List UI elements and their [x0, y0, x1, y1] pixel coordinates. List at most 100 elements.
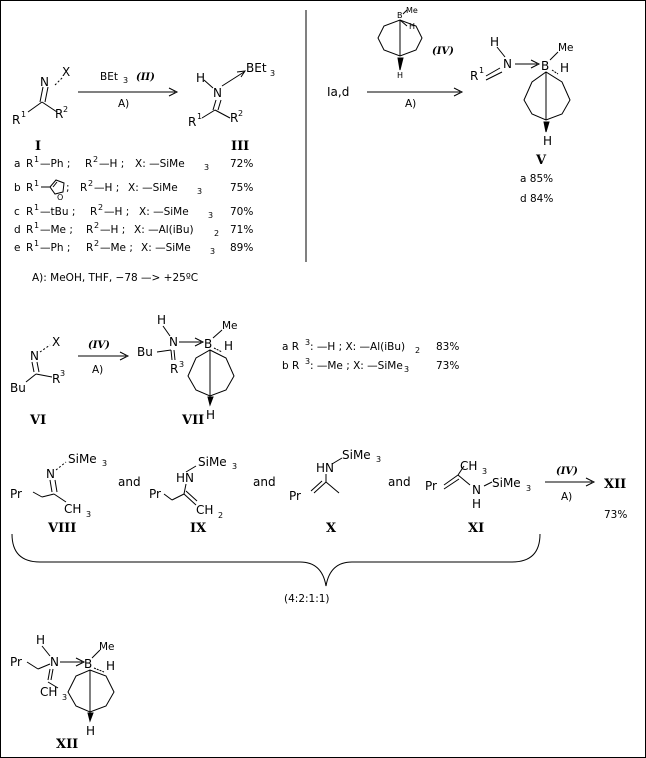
atom-H: H — [490, 35, 499, 49]
x-sub: 3 — [210, 247, 215, 256]
sub-3: 3 — [482, 467, 487, 476]
reaction-arrow-II: BEt 3 (II) A) — [78, 71, 179, 110]
x-value: X: —Al(iBu) — [134, 224, 194, 236]
atom-H: H — [397, 71, 403, 80]
reaction-arrow-IV: A) — [367, 87, 464, 110]
sup-2: 2 — [94, 221, 99, 230]
x-value: X: —SiMe — [139, 206, 189, 218]
reaction-arrow-IV-2: (IV) A) — [78, 340, 130, 376]
atom-HN: HN — [176, 471, 194, 485]
atom-H: H — [196, 71, 205, 85]
atom-N: N — [40, 75, 49, 89]
atom-Bu: Bu — [10, 381, 26, 395]
sup-2: 2 — [93, 155, 98, 164]
row-a-yield: 83% — [436, 341, 459, 353]
sup-1: 1 — [34, 221, 39, 230]
sup-1: 1 — [197, 112, 202, 121]
condition-label: A) — [405, 98, 416, 110]
reagent-label: (II) — [136, 72, 155, 83]
x-value: X: —SiMe — [141, 242, 191, 254]
atom-Pr: Pr — [149, 487, 161, 501]
grouping-brace — [11, 533, 541, 587]
label-IX: IX — [190, 521, 207, 536]
row-c: c R 1 —tBu ; R 2 —H ; X: —SiMe 3 70% — [14, 203, 253, 220]
r1-label: R — [26, 206, 33, 218]
conditions-note: A): MeOH, THF, −78 —> +25ºC — [32, 272, 198, 284]
label-I: I — [35, 139, 41, 154]
label-VIII: VIII — [47, 521, 76, 536]
atom-X: X — [52, 335, 60, 349]
x-sub: 3 — [197, 187, 202, 196]
r2-value: —H ; — [99, 158, 124, 170]
atom-Pr: Pr — [10, 487, 22, 501]
row-b-mid: : —Me ; X: —SiMe — [310, 360, 403, 372]
label-VI: VI — [29, 413, 46, 428]
r1-label: R — [26, 242, 33, 254]
sup-2: 2 — [238, 109, 243, 118]
atom-H: H — [206, 408, 215, 422]
atom-H: H — [36, 633, 45, 647]
label-VII: VII — [181, 413, 204, 428]
atom-H: H — [224, 339, 233, 353]
atom-B: B — [84, 657, 92, 671]
r1-value: —Ph ; — [40, 158, 70, 170]
x-sub: 3 — [208, 211, 213, 220]
compound-VI: N X Bu R 3 — [10, 335, 65, 395]
yield-XII: 73% — [604, 509, 627, 521]
r1-label: R — [26, 158, 33, 170]
r2-label: R — [90, 206, 97, 218]
sup-1: 1 — [479, 66, 484, 75]
atom-H: H — [472, 497, 481, 511]
atom-SiMe: SiMe — [198, 455, 227, 469]
label-III: III — [231, 139, 249, 154]
atom-R: R — [12, 113, 20, 127]
atom-N: N — [213, 86, 222, 100]
sub-3: 3 — [86, 510, 91, 519]
sub-3: 3 — [526, 484, 531, 493]
sub-3: 3 — [376, 455, 381, 464]
atom-N: N — [169, 335, 178, 349]
atom-N: N — [503, 57, 512, 71]
atom-R: R — [52, 372, 60, 386]
atom-N: N — [46, 467, 55, 481]
atom-CH: CH — [40, 685, 57, 699]
row-a: a R 1 —Ph ; R 2 —H ; X: —SiMe 3 72% — [14, 155, 253, 172]
atom-H: H — [86, 724, 95, 738]
sup-2: 2 — [98, 203, 103, 212]
row-letter: d — [14, 224, 21, 236]
r2-label: R — [85, 158, 92, 170]
atom-SiMe: SiMe — [492, 476, 521, 490]
x-sub: 2 — [214, 229, 219, 238]
compound-VII: H N B Me H Bu R 3 H — [137, 313, 238, 422]
atom-H: H — [409, 22, 415, 31]
reagent-label: (IV) — [556, 466, 578, 477]
row-a-mid: : —H ; X: —Al(iBu) — [310, 341, 405, 353]
start-Ia-d: Ia,d — [327, 85, 349, 99]
row-letter: c — [14, 206, 20, 218]
atom-H: H — [543, 134, 552, 148]
yield: 71% — [230, 224, 253, 236]
atom-N: N — [50, 655, 59, 669]
reagent-IV-structure: B Me H H — [377, 6, 423, 80]
atom-Me: Me — [558, 42, 574, 54]
atom-Pr: Pr — [425, 479, 437, 493]
atom-Bu: Bu — [137, 345, 153, 359]
yield-d: d 84% — [520, 193, 553, 205]
label-XI: XI — [468, 521, 484, 536]
atom-SiMe: SiMe — [68, 452, 97, 466]
r2-value: —Me ; — [100, 242, 133, 254]
sup-2: 2 — [88, 179, 93, 188]
sup-1: 1 — [21, 110, 26, 119]
row-b-sup: 3 — [305, 357, 310, 366]
row-e: e R 1 —Ph ; R 2 —Me ; X: —SiMe 3 89% — [14, 239, 253, 256]
atom-B: B — [204, 337, 212, 351]
r1-value: —Ph ; — [40, 242, 70, 254]
reagent-label: (IV) — [88, 340, 110, 351]
compound-VIII: N SiMe 3 Pr CH 3 — [10, 452, 107, 519]
product-XII: XII — [604, 477, 626, 492]
row-b-yield: 73% — [436, 360, 459, 372]
compound-I: N X R 1 R 2 — [12, 65, 70, 127]
row-letter: e — [14, 242, 20, 254]
reagent-IV-label: (IV) — [432, 46, 454, 57]
sub-2: 2 — [218, 511, 223, 520]
